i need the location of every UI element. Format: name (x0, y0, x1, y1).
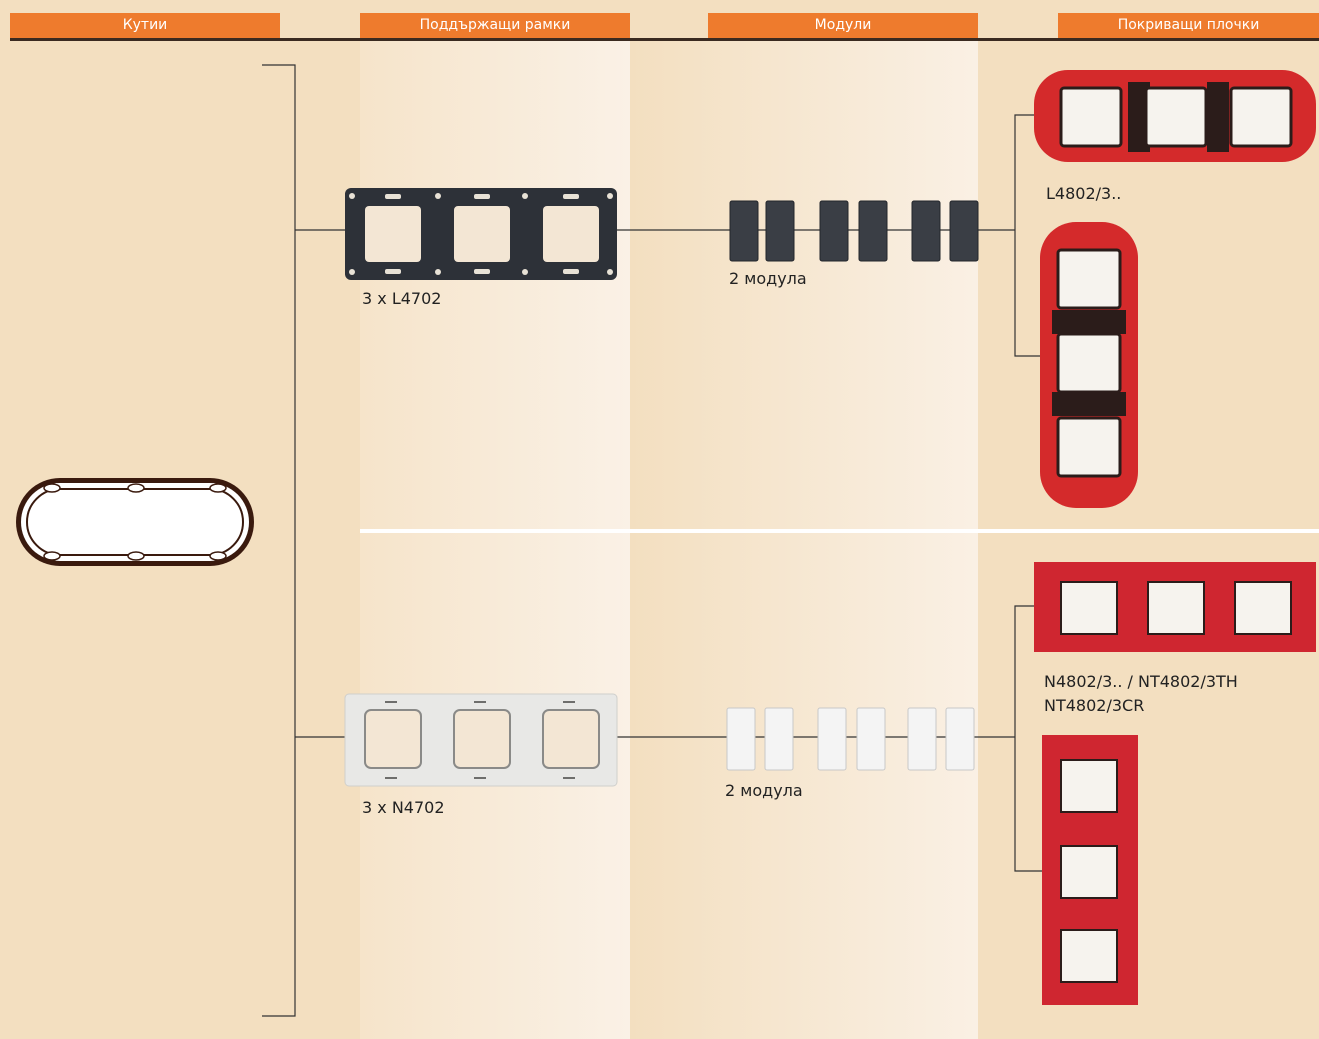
column-bg-plates (978, 40, 1319, 1039)
bracket-bottom-plates (1014, 605, 1042, 872)
main-bracket (262, 64, 296, 1017)
label-frame-n4702: 3 x N4702 (362, 798, 445, 817)
label-plate-n4802-line1: N4802/3.. / NT4802/3TH (1044, 672, 1238, 691)
flush-box-3gang (16, 478, 254, 566)
connector-lines (262, 64, 1042, 1017)
modules-white (726, 707, 975, 771)
modules-dark (729, 200, 979, 262)
cover-plate-vertical-square (1042, 735, 1138, 1005)
label-modules-bottom: 2 модула (725, 781, 803, 800)
cover-plate-horizontal-rounded (1034, 70, 1316, 162)
cover-plate-vertical-rounded (1040, 222, 1138, 508)
bracket-top-plates (1014, 114, 1040, 357)
support-frame-l4702 (345, 188, 617, 280)
header-support-frames: Поддържащи рамки (360, 13, 630, 38)
row-divider (360, 529, 1319, 533)
header-boxes: Кутии (10, 13, 280, 38)
cover-plate-horizontal-square (1034, 562, 1316, 652)
header-cover-plates: Покриващи плочки (1058, 13, 1319, 38)
support-frame-n4702 (344, 693, 618, 787)
label-plate-n4802-line2: NT4802/3CR (1044, 696, 1145, 715)
label-plate-l4802: L4802/3.. (1046, 184, 1122, 203)
header-rule (10, 38, 1319, 41)
header-modules: Модули (708, 13, 978, 38)
label-modules-top: 2 модула (729, 269, 807, 288)
label-frame-l4702: 3 x L4702 (362, 289, 442, 308)
